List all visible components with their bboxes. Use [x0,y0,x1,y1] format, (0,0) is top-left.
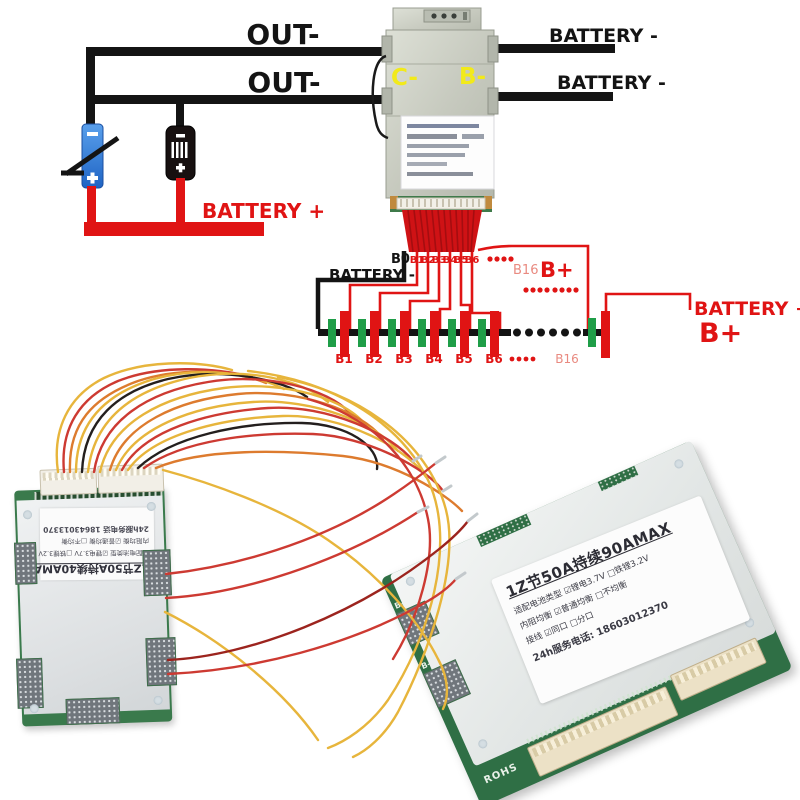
solder-pad-left-1 [13,541,38,585]
battery-plus-bus [84,178,264,236]
harness-connector-1 [39,467,98,496]
bms-board-diagram: C- B- [371,7,499,253]
continuation-dots-red [487,256,579,293]
svg-text:B6: B6 [465,255,480,266]
wiring-diagram: OUT- OUT- BATTERY - BATTERY - [61,7,800,366]
right-bms-photo: B- B- 1Z节50A持续90AMAX 适配电池类型 ☑锂电3.7V □铁锂3… [380,440,793,800]
harness-connector-2 [97,463,165,494]
output-wires [86,44,615,128]
port-c-minus-label: C- [391,65,418,91]
svg-text:B3: B3 [432,255,447,266]
svg-text:B1: B1 [410,255,425,266]
fuse-symbol [61,123,120,189]
board-spec-label [400,115,495,190]
svg-text:B2: B2 [421,255,436,266]
solder-pad-bottom [65,697,121,726]
b-plus-right-label: B+ [699,318,742,349]
svg-text:B3: B3 [395,352,413,366]
left-label-row2: 内阻均衡 ☑普通均衡 □不均衡 [61,536,150,546]
balance-wires [348,244,692,329]
left-bms-photo: 1Z节50A持续40AMAX 适配电池类型 ☑锂电3.7V □铁锂3.2V 内阻… [11,463,178,734]
tap-labels: B1 B2 B3 B4 B5 B6 [410,255,480,266]
svg-text:B5: B5 [454,255,469,266]
b-plus-top-label: B+ [540,258,574,282]
series-dots [513,328,581,337]
left-label-title: 1Z节50A持续40AMAX [25,561,150,576]
cell-b1 [328,311,349,357]
b16-top-label: B16 [513,263,538,278]
svg-text:B4: B4 [443,255,458,266]
battery-minus-mid-label: BATTERY - [329,266,415,284]
connector-pins [42,470,94,481]
b16-cell-label: B16 [555,352,579,366]
svg-text:B2: B2 [365,352,383,366]
battery-plus-left-label: BATTERY + [202,199,325,223]
solder-pad-left-2 [16,657,44,709]
svg-text:B6: B6 [485,352,503,366]
battery-plus-right-label: BATTERY + [694,298,800,320]
out-minus-label-1: OUT- [246,18,319,51]
connector-pins [100,466,161,477]
svg-text:B5: B5 [455,352,473,366]
battery-minus-label-1: BATTERY - [549,25,658,47]
cell-b5 [448,311,469,357]
port-b-minus-label: B- [459,64,486,90]
cell-b4 [418,311,439,357]
b0-label: B0 [391,252,410,267]
battery-minus-label-2: BATTERY - [557,72,666,94]
svg-text:B4: B4 [425,352,443,366]
svg-text:B1: B1 [335,352,353,366]
cell-b6 [478,311,499,357]
charger-symbol [165,125,196,181]
left-spec-label: 1Z节50A持续40AMAX 适配电池类型 ☑锂电3.7V □铁锂3.2V 内阻… [25,507,155,581]
left-label-phone: 24h服务电话 18643013370 [43,524,149,535]
balance-ribbon [402,209,482,253]
cell-dots-small [509,356,536,362]
out-minus-label-2: OUT- [247,66,320,99]
solder-pad-right-2 [145,637,178,687]
cell-b2 [358,311,379,357]
cell-b16 [588,311,610,358]
b0-wire [315,251,407,329]
cell-labels: B1 B2 B3 B4 B5 B6 [335,352,503,366]
battery-string: B1 B2 B3 B4 B5 B6 B16 [318,311,610,366]
sense-wire-loop [371,54,389,140]
cell-b3 [388,311,409,357]
solder-pad-right-1 [142,549,172,597]
left-label-row1: 适配电池类型 ☑锂电3.7V □铁锂3.2V [38,548,150,558]
